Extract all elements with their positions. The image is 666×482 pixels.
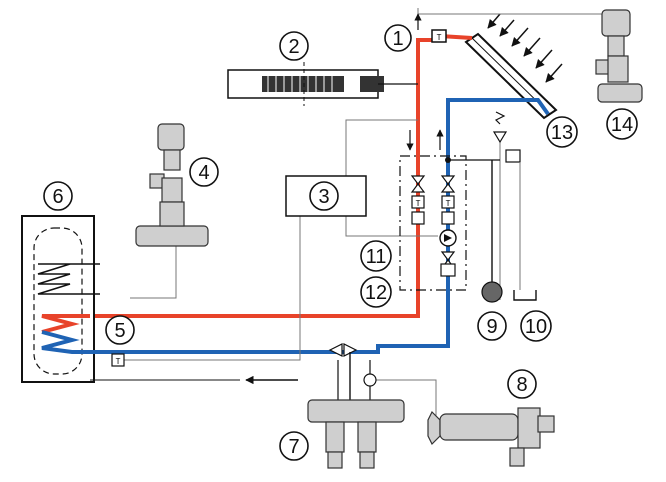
callout-9: 9 [477, 311, 507, 341]
callout-11: 11 [360, 240, 392, 272]
pump-station: T T [399, 129, 467, 291]
label-3: 3 [318, 186, 329, 208]
callout-1: 1 [384, 24, 412, 52]
callout-13: 13 [546, 116, 578, 148]
callout-10: 10 [520, 310, 552, 342]
heat-dissipator [227, 62, 418, 106]
label-10: 10 [525, 316, 547, 338]
callout-6: 6 [43, 181, 73, 211]
label-9: 9 [486, 316, 497, 338]
label-13: 13 [551, 122, 573, 144]
label-12: 12 [365, 282, 387, 304]
callout-8: 8 [507, 369, 537, 399]
callout-3: 3 [309, 181, 339, 211]
label-1: 1 [392, 28, 403, 50]
label-7: 7 [288, 436, 299, 458]
label-14: 14 [611, 114, 633, 136]
label-6: 6 [52, 186, 63, 208]
label-11: 11 [366, 246, 387, 268]
svg-text:T: T [416, 199, 421, 208]
sun-rays [487, 13, 563, 83]
callout-14: 14 [606, 108, 638, 140]
callout-5: 5 [105, 315, 135, 345]
callout-12: 12 [360, 276, 392, 308]
cold-return-pipe [96, 98, 550, 354]
mixing-valve-assembly [427, 407, 555, 467]
cold-water-inlet-group [307, 343, 405, 469]
svg-text:T: T [116, 357, 121, 366]
label-2: 2 [288, 36, 299, 58]
automatic-air-vent-valve [595, 9, 643, 103]
svg-text:T: T [446, 199, 451, 208]
thermostatic-mixing-valve [135, 123, 209, 247]
storage-tank: T [21, 215, 298, 385]
safety-group [448, 111, 537, 303]
air-vent-top: T [414, 13, 447, 43]
label-4: 4 [198, 162, 209, 184]
label-8: 8 [516, 374, 527, 396]
callout-7: 7 [279, 431, 309, 461]
label-5: 5 [114, 320, 125, 342]
callout-4: 4 [189, 157, 219, 187]
callout-2: 2 [279, 31, 309, 61]
svg-text:T: T [437, 33, 442, 42]
